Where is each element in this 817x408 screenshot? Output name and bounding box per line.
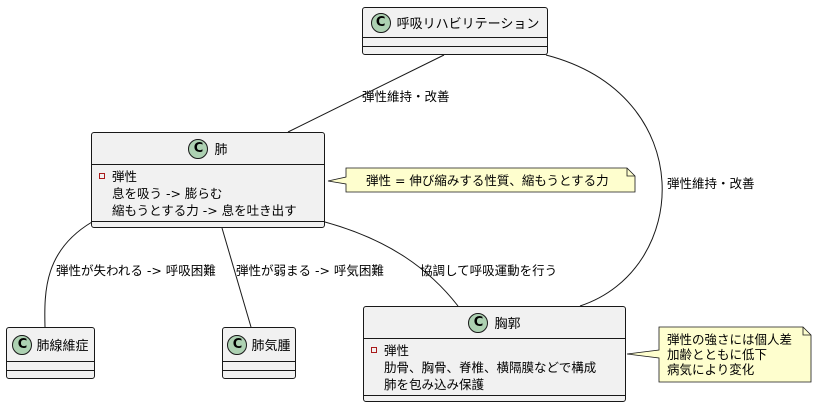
class-name: 肺 [214, 143, 228, 158]
class-attributes: 弾性 息を吸う -> 膨らむ 縮もうとする力 -> 息を吐き出す [99, 168, 297, 219]
class-fibrosis[interactable]: C 肺線維症 [6, 327, 95, 379]
attribute-line: 息を吸う -> 膨らむ [112, 186, 223, 201]
edge-label-lung-emphysema: 弾性が弱まる -> 呼気困難 [236, 263, 384, 278]
class-name: 肺線維症 [36, 339, 89, 354]
private-visibility-icon [99, 173, 105, 179]
class-attributes: 弾性 肋骨、胸骨、脊椎、横隔膜などで構成 肺を包み込み保護 [371, 342, 596, 393]
edge-rehab-lung [287, 54, 445, 133]
class-badge-icon: C [468, 312, 489, 333]
note-thorax-shape [626, 326, 812, 383]
note-line: 病気により変化 [667, 362, 755, 377]
attribute-line: 弾性 [99, 168, 297, 185]
edge-label-rehab-thorax: 弾性維持・改善 [667, 176, 755, 191]
attribute-line: 弾性 [371, 342, 596, 359]
class-lung[interactable]: C 肺 弾性 息を吸う -> 膨らむ 縮もうとする力 -> 息を吐き出す [91, 132, 325, 228]
class-thorax[interactable]: C 胸郭 弾性 肋骨、胸骨、脊椎、横隔膜などで構成 肺を包み込み保護 [363, 306, 626, 402]
note-line: 弾性の強さには個人差 [667, 332, 793, 347]
note-thorax: 弾性の強さには個人差 加齢とともに低下 病気により変化 [659, 327, 803, 382]
note-line: 加齢とともに低下 [667, 347, 768, 362]
class-emphysema[interactable]: C 肺気腫 [222, 327, 296, 379]
edge-label-lung-fibrosis: 弾性が失われる -> 呼吸困難 [56, 263, 216, 278]
note-lung: 弾性 = 伸び縮みする性質、縮もうとする力 [346, 168, 627, 192]
private-visibility-icon [371, 347, 377, 353]
class-rehab[interactable]: C 呼吸リハビリテーション [362, 7, 548, 55]
attribute-line: 肺を包み込み保護 [384, 377, 485, 392]
class-badge-icon: C [188, 138, 209, 159]
edge-lung-emphysema [221, 227, 252, 328]
class-badge-icon: C [12, 334, 33, 355]
edge-rehab-thorax [545, 54, 663, 307]
edge-label-lung-thorax: 協調して呼吸運動を行う [420, 263, 558, 278]
edge-lung-thorax [324, 221, 459, 307]
class-name: 呼吸リハビリテーション [396, 17, 540, 32]
class-badge-icon: C [227, 334, 248, 355]
attribute-line: 肋骨、胸骨、脊椎、横隔膜などで構成 [384, 360, 597, 375]
class-name: 胸郭 [494, 317, 521, 332]
class-name: 肺気腫 [251, 339, 291, 354]
class-badge-icon: C [370, 12, 391, 33]
note-lung-shape [327, 167, 636, 193]
attribute-line: 縮もうとする力 -> 息を吐き出す [112, 203, 297, 218]
edge-lung-fibrosis [44, 221, 93, 328]
edge-label-rehab-lung: 弾性維持・改善 [362, 89, 450, 104]
note-line: 弾性 = 伸び縮みする性質、縮もうとする力 [366, 173, 609, 188]
